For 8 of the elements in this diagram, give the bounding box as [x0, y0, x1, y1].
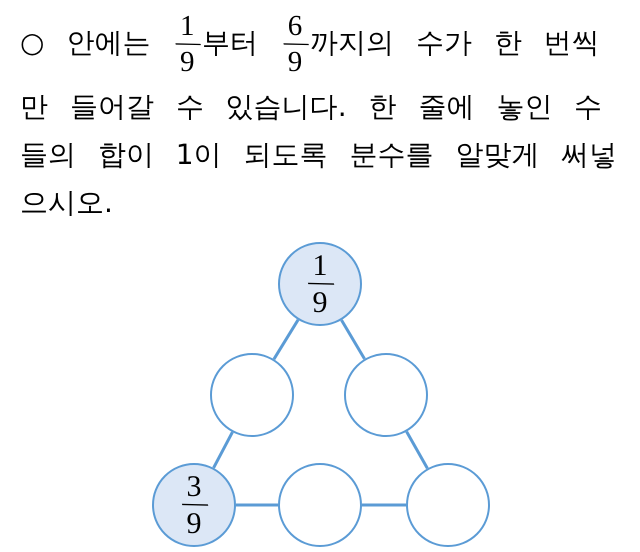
connector-line: [272, 319, 300, 360]
fraction: 1/9: [308, 250, 332, 318]
fraction: 3/9: [182, 470, 206, 540]
connector-line: [362, 504, 406, 506]
connector-line: [405, 430, 429, 470]
connector-line: [340, 319, 366, 360]
connector-line: [236, 504, 278, 506]
connector-line: [212, 432, 234, 468]
